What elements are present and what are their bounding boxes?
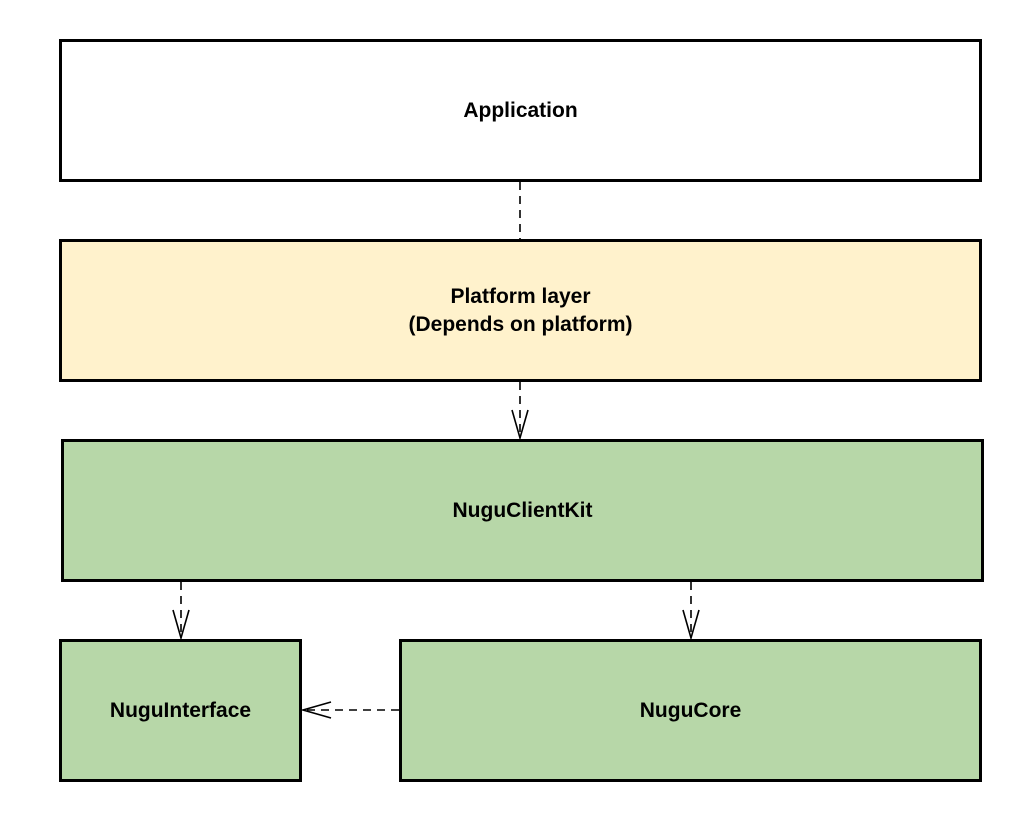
platform-label: Platform layer bbox=[450, 284, 591, 308]
application-box: Application bbox=[59, 39, 982, 182]
arrowhead-interface-side bbox=[300, 701, 332, 719]
arrowhead-interface-top bbox=[172, 609, 190, 641]
platform-sublabel: (Depends on platform) bbox=[408, 312, 633, 336]
nugu-client-kit-label: NuguClientKit bbox=[452, 498, 593, 522]
nugu-core-box: NuguCore bbox=[399, 639, 982, 782]
nugu-interface-box: NuguInterface bbox=[59, 639, 302, 782]
nugu-core-label: NuguCore bbox=[639, 698, 742, 722]
arrowhead-core-top bbox=[682, 609, 700, 641]
nugu-interface-label: NuguInterface bbox=[109, 698, 252, 722]
application-label: Application bbox=[463, 98, 578, 122]
nugu-client-kit-box: NuguClientKit bbox=[61, 439, 984, 582]
platform-layer-box: Platform layer (Depends on platform) bbox=[59, 239, 982, 382]
arrowhead-clientkit bbox=[511, 409, 529, 441]
